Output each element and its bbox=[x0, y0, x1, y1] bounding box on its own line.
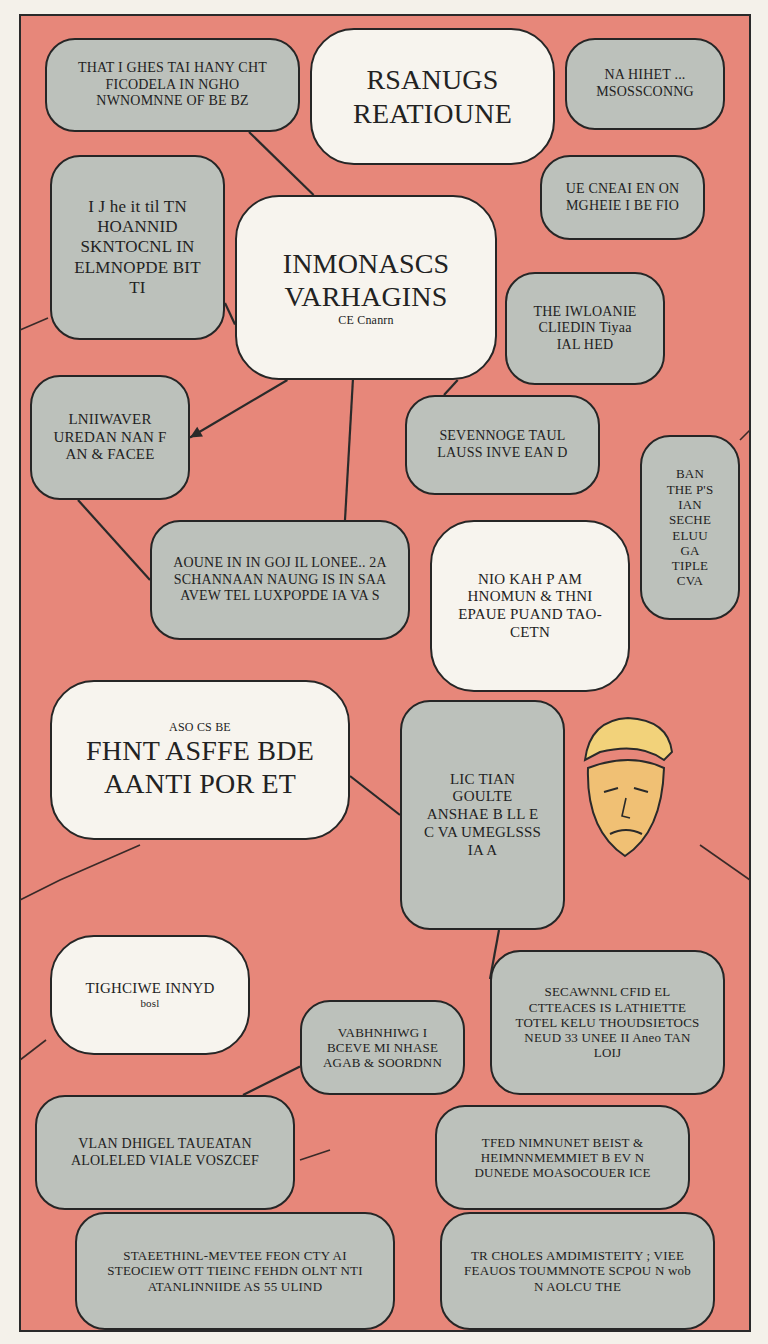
note-bubble: STAEETHINL-MEVTEE FEON CTY AI STEOCIEW O… bbox=[75, 1212, 395, 1330]
bubble-text: INMONASCS VARHAGINS bbox=[263, 247, 469, 313]
speech-bubble: NIO KAH P AM HNOMUN & THNI EPAUE PUAND T… bbox=[430, 520, 630, 692]
bubble-text: VLAN DHIGEL TAUEATAN ALOLELED VIALE VOSZ… bbox=[57, 1136, 273, 1169]
bubble-text: TIGHCIWE INNYD bbox=[85, 980, 214, 998]
note-bubble: VLAN DHIGEL TAUEATAN ALOLELED VIALE VOSZ… bbox=[35, 1095, 295, 1210]
bubble-text: THE IWLOANIE CLIEDIN Tiyaa IAL HED bbox=[527, 304, 643, 354]
connector-stroke bbox=[225, 303, 235, 325]
arrow-head bbox=[190, 427, 203, 438]
bubble-text: SEVENNOGE TAUL LAUSS INVE EAN D bbox=[427, 428, 578, 461]
connector-line bbox=[78, 500, 150, 580]
bubble-text: VABHNHIWG I BCEVE MI NHASE AGAB & SOORDN… bbox=[322, 1025, 443, 1071]
speech-bubble: TIGHCIWE INNYDbosl bbox=[50, 935, 250, 1055]
bubble-text: CE Cnanrn bbox=[338, 313, 393, 327]
note-bubble: VABHNHIWG I BCEVE MI NHASE AGAB & SOORDN… bbox=[300, 1000, 465, 1095]
connector-line bbox=[350, 776, 400, 815]
bubble-text: BAN THE P'S IAN SECHE ELUU GA TIPLE CVA bbox=[662, 466, 718, 589]
bubble-text: LNIIWAVER UREDAN NAN F AN & FACEE bbox=[52, 411, 168, 464]
note-bubble: NA HIHET ... MSOSSCONNG bbox=[565, 38, 725, 130]
note-bubble: BAN THE P'S IAN SECHE ELUU GA TIPLE CVA bbox=[640, 435, 740, 620]
connector-stroke bbox=[444, 380, 458, 395]
bubble-text: ASO CS BE bbox=[169, 720, 231, 734]
note-bubble: SECAWNNL CFID EL CTTEACES IS LATHIETTE T… bbox=[490, 950, 725, 1095]
note-bubble: I J he it til TN HOANNID SKNTOCNL IN ELM… bbox=[50, 155, 225, 340]
bubble-text: I J he it til TN HOANNID SKNTOCNL IN ELM… bbox=[72, 197, 203, 297]
note-bubble: SEVENNOGE TAUL LAUSS INVE EAN D bbox=[405, 395, 600, 495]
bubble-text: TR CHOLES AMDIMISTEITY ; VIEE FEAUOS TOU… bbox=[462, 1248, 693, 1294]
note-bubble: TFED NIMNUNET BEIST & HEIMNNMEMMIET B EV… bbox=[435, 1105, 690, 1210]
note-bubble: LIC TIAN GOULTE ANSHAE B LL E C VA UMEGL… bbox=[400, 700, 565, 930]
connector-stroke bbox=[190, 380, 287, 438]
connector-stroke bbox=[243, 1067, 300, 1096]
bubble-text: AOUNE IN IN GOJ IL LONEE.. 2A SCHANNAAN … bbox=[172, 555, 388, 605]
bubble-text: NA HIHET ... MSOSSCONNG bbox=[587, 67, 703, 100]
note-bubble: THE IWLOANIE CLIEDIN Tiyaa IAL HED bbox=[505, 272, 665, 385]
connector-stroke bbox=[249, 132, 314, 195]
salmon-panel bbox=[20, 15, 750, 1331]
connector-line bbox=[243, 1067, 300, 1096]
bubble-text: STAEETHINL-MEVTEE FEON CTY AI STEOCIEW O… bbox=[97, 1248, 373, 1294]
note-bubble: UE CNEAI EN ON MGHEIE I BE FIO bbox=[540, 155, 705, 240]
connector-stroke bbox=[350, 776, 400, 815]
bubble-text: FHNT ASFFE BDE AANTI POR ET bbox=[78, 734, 322, 800]
connector-line bbox=[249, 132, 314, 195]
bubble-text: NIO KAH P AM HNOMUN & THNI EPAUE PUAND T… bbox=[458, 571, 602, 642]
bubble-text: UE CNEAI EN ON MGHEIE I BE FIO bbox=[562, 181, 683, 214]
bubble-text: LIC TIAN GOULTE ANSHAE B LL E C VA UMEGL… bbox=[422, 771, 543, 859]
note-bubble: THAT I GHES TAI HANY CHT FICODELA IN NGH… bbox=[45, 38, 300, 132]
bubble-text: SECAWNNL CFID EL CTTEACES IS LATHIETTE T… bbox=[512, 984, 703, 1061]
panel-lines bbox=[20, 318, 750, 1160]
bubble-text: RSANUGS REATIOUNE bbox=[338, 63, 527, 129]
connector-line bbox=[225, 303, 235, 325]
face-illustration bbox=[585, 718, 672, 856]
connector-line bbox=[345, 380, 353, 520]
note-bubble: TR CHOLES AMDIMISTEITY ; VIEE FEAUOS TOU… bbox=[440, 1212, 715, 1330]
speech-bubble: INMONASCS VARHAGINSCE Cnanrn bbox=[235, 195, 497, 380]
bubble-text: bosl bbox=[140, 997, 159, 1010]
note-bubble: AOUNE IN IN GOJ IL LONEE.. 2A SCHANNAAN … bbox=[150, 520, 410, 640]
connector-stroke bbox=[345, 380, 353, 520]
connector-line bbox=[444, 380, 458, 395]
connector-line bbox=[190, 380, 287, 438]
note-bubble: LNIIWAVER UREDAN NAN F AN & FACEE bbox=[30, 375, 190, 500]
speech-bubble: ASO CS BEFHNT ASFFE BDE AANTI POR ET bbox=[50, 680, 350, 840]
speech-bubble: RSANUGS REATIOUNE bbox=[310, 28, 555, 165]
connector-stroke bbox=[78, 500, 150, 580]
bubble-text: TFED NIMNUNET BEIST & HEIMNNMEMMIET B EV… bbox=[457, 1135, 668, 1181]
bubble-text: THAT I GHES TAI HANY CHT FICODELA IN NGH… bbox=[67, 60, 278, 110]
